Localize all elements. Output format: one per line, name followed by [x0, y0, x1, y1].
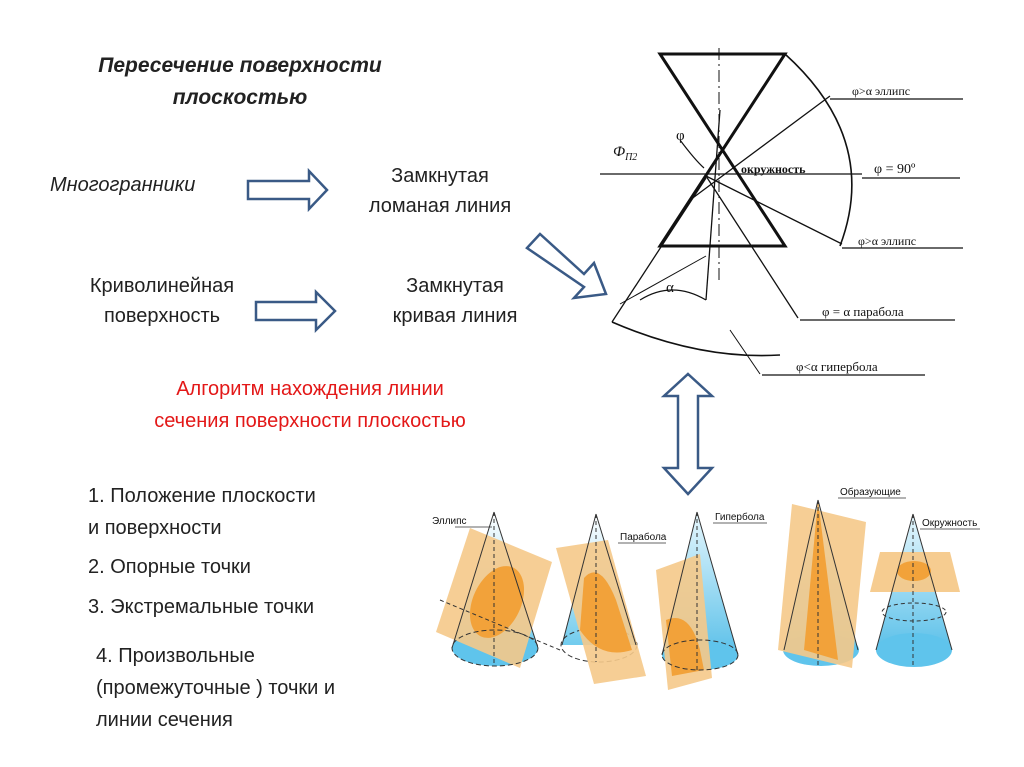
algorithm-line-1: Алгоритм нахождения линии [176, 378, 444, 400]
hyperbola-leader [729, 329, 761, 375]
algorithm-line-2: сечения поверхности плоскостью [154, 410, 466, 432]
plane-ellipse-2 [705, 175, 843, 245]
phi-pi2-sub: П2 [624, 152, 637, 163]
plane-ellipse-1 [689, 95, 831, 201]
arrow-diagonal [525, 232, 608, 300]
section-ellipse [469, 566, 525, 638]
label-ellipse-2: φ>α эллипс [858, 234, 916, 248]
phi-pi2-label: ФП2 [613, 144, 637, 163]
step-4-line-1: 4. Произвольные [96, 645, 255, 667]
curved-surface-label: Криволинейная поверхность [62, 271, 262, 331]
step-1-line-1: 1. Положение плоскости [88, 485, 316, 507]
closed-curve-line-1: Замкнутая [406, 275, 504, 297]
cone-section-diagram [600, 48, 963, 376]
step-2: 2. Опорные точки [88, 556, 251, 578]
plane-hyperbola [705, 109, 721, 301]
arrow-double-vertical [660, 372, 716, 496]
double-cone-outline [657, 52, 788, 248]
slide-title: Пересечение поверхности плоскостью [40, 50, 440, 114]
cone-label-circle: Окружность [922, 518, 977, 529]
curved-surface-line-1: Криволинейная [89, 275, 235, 297]
cone-generatrices: Образующие [778, 486, 906, 668]
cone-label-parabola: Парабола [620, 531, 667, 543]
section-circle [897, 561, 931, 581]
phi-label: φ [676, 128, 685, 144]
label-parabola: φ = α парабола [822, 304, 904, 319]
alpha-arc [639, 289, 707, 301]
arrow-right-curved [254, 288, 337, 334]
outer-arc-lower [611, 321, 781, 357]
closed-polyline-line-1: Замкнутая [391, 165, 489, 187]
phi-pi2-main: Ф [613, 144, 625, 160]
cone-parabola: Парабола [556, 513, 667, 684]
closed-polyline-line-2: ломаная линия [368, 195, 512, 217]
title-line-2: плоскостью [172, 86, 308, 109]
step-3: 3. Экстремальные точки [88, 596, 315, 618]
cone-circle: Окружность [870, 513, 980, 668]
section-generatrices [804, 500, 838, 660]
generatrix-left [611, 177, 707, 323]
cone-hyperbola: Гипербола [656, 511, 767, 690]
cone-label-generatrices: Образующие [840, 486, 901, 498]
section-hyperbola [666, 618, 704, 676]
label-ellipse-1: φ>α эллипс [852, 84, 910, 98]
phi-arc [679, 139, 705, 169]
arrow-right-polyhedra [246, 167, 329, 213]
step-4: 4. Произвольные (промежуточные ) точки и… [96, 640, 335, 736]
label-hyperbola: φ<α гипербола [796, 359, 878, 374]
alpha-label: α [666, 280, 674, 296]
closed-polyline-label: Замкнутая ломаная линия [330, 161, 550, 221]
step-4-line-3: линии сечения [96, 709, 233, 731]
step-1: 1. Положение плоскости и поверхности [88, 480, 316, 544]
polyhedra-label: Многогранники [50, 174, 196, 196]
title-line-1: Пересечение поверхности [98, 54, 382, 77]
section-parabola [580, 572, 632, 653]
cone-label-ellipse: Эллипс [432, 516, 467, 527]
closed-curve-line-2: кривая линия [392, 305, 518, 327]
step-4-line-2: (промежуточные ) точки и [96, 677, 336, 699]
label-circle-word: окружность [741, 162, 806, 176]
label-circle-eq: φ = 90º [874, 162, 916, 177]
curved-surface-line-2: поверхность [103, 305, 221, 327]
closed-curve-label: Замкнутая кривая линия [345, 271, 565, 331]
outer-arc [784, 53, 853, 247]
algorithm-heading: Алгоритм нахождения линии сечения поверх… [100, 373, 520, 437]
step-1-line-2: и поверхности [88, 517, 222, 539]
cone-label-hyperbola: Гипербола [715, 511, 765, 523]
cone-ellipse: Эллипс [432, 511, 561, 668]
plane-parabola [705, 175, 799, 319]
alpha-left [619, 255, 707, 305]
